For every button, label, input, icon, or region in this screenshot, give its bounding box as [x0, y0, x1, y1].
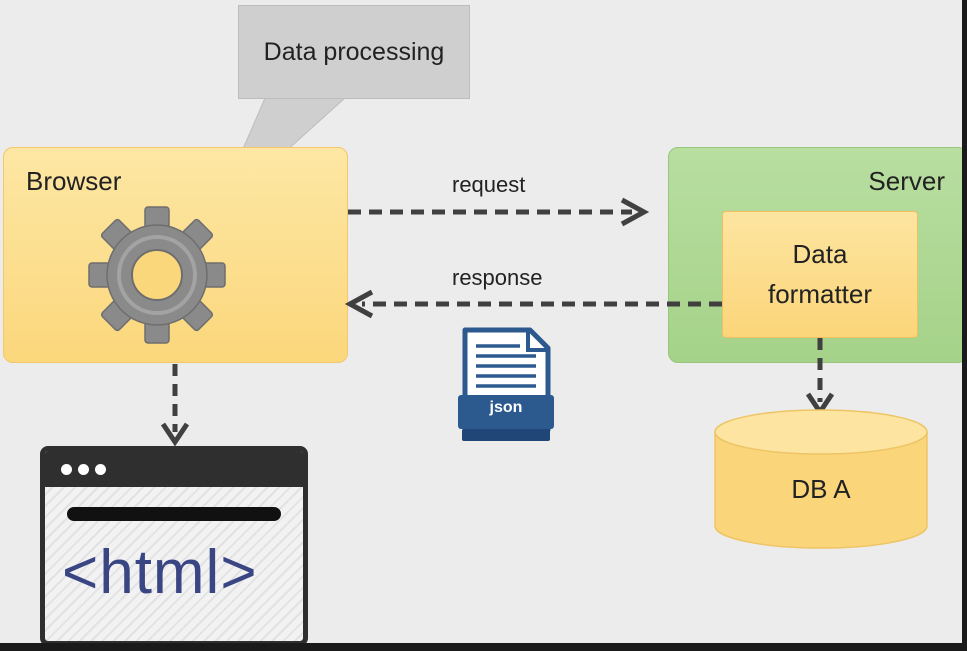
- data-formatter-box: Data formatter: [722, 211, 918, 338]
- data-processing-callout: Data processing: [238, 5, 470, 99]
- database-label: DB A: [791, 474, 851, 504]
- browser-label: Browser: [26, 166, 122, 196]
- gear-icon: [88, 206, 226, 344]
- database-icon: [714, 409, 928, 549]
- html-tag-text: <html>: [62, 538, 258, 607]
- window-dot: [78, 464, 89, 475]
- json-document-icon: [458, 327, 554, 441]
- request-arrow: [348, 197, 650, 227]
- window-dot: [61, 464, 72, 475]
- callout-text: Data processing: [263, 38, 445, 66]
- render-arrow: [160, 364, 190, 447]
- data-formatter-label: Data formatter: [723, 234, 917, 314]
- server-label: Server: [868, 166, 945, 196]
- address-bar: [67, 507, 281, 521]
- response-arrow: [344, 289, 722, 319]
- response-label: response: [452, 265, 543, 290]
- db-arrow: [805, 338, 835, 417]
- data-formatter-line1: Data: [792, 239, 848, 269]
- request-label: request: [452, 172, 526, 197]
- json-badge-label: json: [489, 399, 523, 416]
- browser-window-icon: <html>: [40, 446, 308, 643]
- data-formatter-line2: formatter: [767, 279, 873, 309]
- window-dot: [95, 464, 106, 475]
- window-title-bar: [45, 451, 303, 487]
